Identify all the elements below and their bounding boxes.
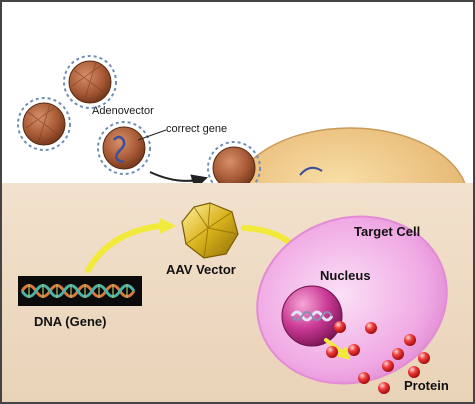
yellow-arrowhead (160, 218, 176, 234)
protein-molecule (348, 344, 360, 356)
yellow-arrowhead (336, 346, 350, 360)
protein-molecule (378, 382, 390, 394)
protein-molecule (408, 366, 420, 378)
nucleus (281, 285, 343, 347)
correct-gene-pointer (137, 129, 167, 141)
adenovirus-particle (17, 97, 71, 151)
dna-gene-label: DNA (Gene) (34, 314, 106, 329)
entry-arrow (149, 171, 208, 190)
correct-gene-strand (113, 135, 126, 164)
protein-label: Protein (404, 378, 449, 393)
protein-molecule (418, 352, 430, 364)
protein-molecule (365, 322, 377, 334)
target-cell-label: Target Cell (354, 224, 420, 239)
adenovector-label: Adenovector (92, 105, 154, 117)
protein-molecule (326, 346, 338, 358)
protein-molecule (382, 360, 394, 372)
adenovector-with-gene (97, 121, 151, 175)
aav-vector-label: AAV Vector (166, 262, 236, 277)
yellow-arrow-dna-to-aav (85, 223, 163, 273)
dna-helix-icon (18, 276, 142, 306)
nucleus-dna-strand (291, 311, 333, 321)
aav-vector-capsid-icon (181, 202, 239, 259)
protein-molecule (358, 372, 370, 384)
protein-molecule (404, 334, 416, 346)
adenovirus-particle (63, 55, 117, 109)
nucleus-label: Nucleus (320, 268, 371, 283)
protein-molecule (334, 321, 346, 333)
protein-cluster (326, 321, 430, 394)
yellow-arrow-nucleus-to-protein (324, 338, 344, 354)
correct-gene-label: correct gene (166, 123, 227, 135)
protein-molecule (392, 348, 404, 360)
